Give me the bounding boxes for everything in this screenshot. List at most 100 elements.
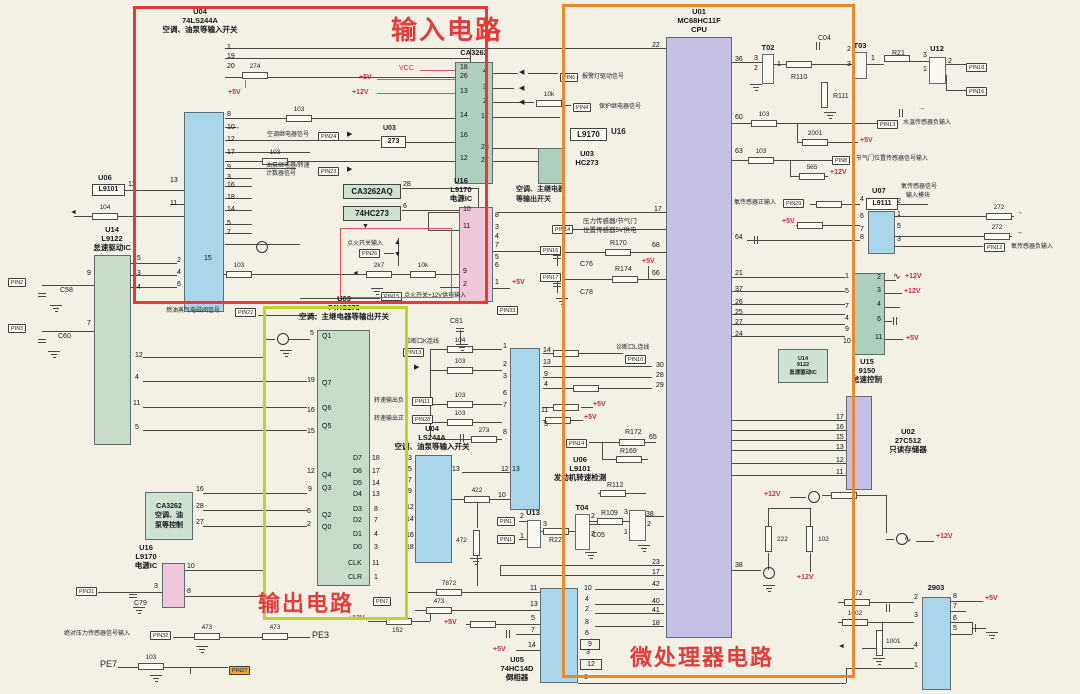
pin-tag-pin10: PIN10 (625, 355, 647, 364)
ground-icon (50, 305, 62, 313)
pin-number: 22 (652, 42, 660, 49)
pin-tag-pin26: PIN26 (359, 249, 381, 258)
pin-number: 6 (877, 316, 881, 323)
pin-number: 4 (860, 196, 864, 203)
pin-number: 27 (481, 157, 489, 164)
signal-label: C76 (580, 261, 593, 268)
wire (797, 123, 798, 142)
signal-label: 油泵继电器/转速 (266, 163, 310, 169)
pin-number: 13 (133, 270, 141, 277)
power-label: +12V (797, 574, 814, 581)
wire (493, 161, 538, 162)
component (605, 249, 631, 256)
pin-number: 2 (647, 521, 651, 528)
pin-number: 3 (503, 373, 507, 380)
resistor-152 (386, 618, 412, 625)
wire (528, 73, 558, 74)
wire (916, 541, 934, 542)
wire (225, 127, 236, 128)
pin-number: 4 (483, 68, 487, 75)
pin-number: 1 (624, 529, 628, 536)
wire (910, 61, 929, 62)
wire (602, 442, 603, 459)
pin-number: 6 (503, 390, 507, 397)
pin-number: 1 (777, 61, 781, 68)
wire (428, 230, 459, 231)
component-value: 473 (433, 598, 445, 605)
chip-label-t03: T03 (853, 41, 867, 50)
pin-number: 14 (406, 516, 414, 523)
pin-number: 13 (372, 491, 380, 498)
pin-number: 4 (544, 381, 548, 388)
transistor-circle-icon (256, 241, 268, 253)
wire (430, 610, 431, 621)
pin-number: Q7 (322, 380, 332, 387)
signal-label: 节气门位置传感器信号输入 (856, 156, 929, 162)
diode-icon: ◀ (519, 85, 525, 92)
component-value: 7872 (441, 580, 457, 587)
pin-tag-pin16: PIN16 (966, 87, 988, 96)
wire (732, 277, 845, 278)
component (786, 61, 812, 68)
pin-number: 11 (133, 400, 141, 407)
pin-number: 3 (586, 649, 590, 656)
chip-label-lm2903: 2903 (927, 583, 945, 592)
wire (460, 330, 461, 344)
wire (946, 75, 947, 90)
arrow-icon: ◄ (70, 209, 77, 216)
pin-number: 1 (897, 211, 901, 218)
wire (131, 263, 177, 264)
signal-label: PE3 (312, 630, 330, 640)
annotation-title-output: 输出电路 (258, 591, 355, 616)
wire (646, 516, 664, 517)
chip-t02 (762, 54, 774, 84)
chip-u04-ls244a-mid (415, 455, 452, 563)
signal-label: VCC (399, 65, 414, 72)
wire (493, 148, 538, 149)
chip-u16-l9170-bottom (162, 563, 185, 608)
pin-tag-pin8: PIN8 (832, 156, 851, 165)
pin-number: 16 (836, 424, 844, 431)
pin-number: 3 (374, 544, 378, 551)
resistor-104 (447, 346, 473, 353)
pin-tag-pin6: PIN6 (560, 73, 579, 82)
wire (895, 216, 1014, 217)
wire (452, 499, 530, 500)
chip-u02-27c512-rom (846, 396, 872, 490)
chip-t04 (575, 514, 590, 550)
component-value: 104 (99, 204, 111, 211)
wire (543, 353, 623, 354)
component-value: 472 (456, 537, 467, 544)
wire (895, 246, 983, 247)
pin-number: 3 (227, 174, 231, 181)
pin-number: 2 (754, 65, 758, 72)
arrow-icon: → (918, 105, 925, 112)
resistor-222 (765, 526, 772, 552)
pin-number: 37 (735, 286, 743, 293)
resistor-103 (138, 663, 164, 670)
resistor-472 (844, 599, 870, 606)
diode-icon: ▶ (347, 131, 353, 138)
wire (477, 556, 478, 586)
wire (493, 117, 560, 118)
pin-number: 11 (170, 200, 178, 207)
wire (500, 575, 664, 576)
pin-tag-pin27: PIN27 (229, 666, 251, 675)
pin-number: 12 (227, 136, 235, 143)
chip-label-u12: U12 (930, 44, 944, 53)
pin-number: 28 (403, 181, 411, 188)
signal-label: 位置传感器5V供电 (583, 227, 637, 234)
pin-number: 9 (308, 486, 312, 493)
wire (732, 420, 846, 421)
pin-number: 3 (923, 52, 927, 59)
pin-number: 10 (843, 338, 851, 345)
wire (972, 628, 986, 629)
wire (225, 178, 252, 179)
wire (516, 634, 540, 635)
pin-number: 11 (541, 407, 549, 414)
ground-icon (763, 585, 775, 593)
signal-label: C78 (580, 289, 593, 296)
